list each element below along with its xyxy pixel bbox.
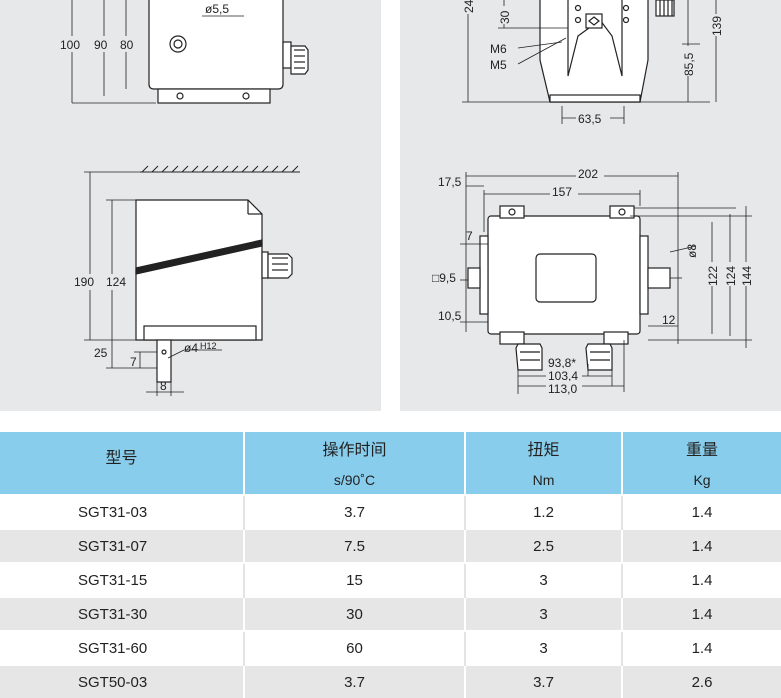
header-weight-unit: Kg [693,472,711,488]
table-row: SGT50-03 3.7 3.7 2.6 [0,664,781,698]
dim-93-8: 93,8* [548,356,576,370]
right-drawing-panel: 24 30 139 85,5 M6 M5 63,5 [400,0,781,411]
table-header-row: 型号 操作时间 s/90˚C 扭矩 Nm 重量 Kg [0,432,781,495]
header-torque: 扭矩 Nm [464,432,622,495]
shaft-tolerance-label: H12 [200,341,217,351]
shaft-square-left [467,267,481,289]
cell-torque: 3 [464,562,622,597]
bracket-side-fitting [655,0,675,17]
dim-124: 124 [106,275,126,289]
cable-gland-plan-right [585,343,613,371]
dim-8: 8 [160,379,167,393]
dim-30: 30 [498,10,512,24]
cell-model: SGT31-30 [0,596,244,631]
dim-122: 122 [706,266,720,286]
shaft-diameter-label: ø4 [184,341,198,355]
cell-weight: 1.4 [621,630,781,665]
dim-25: 25 [94,346,108,360]
header-model: 型号 [0,432,244,495]
cell-torque: 2.5 [464,528,622,563]
dim-139: 139 [710,16,724,36]
left-drawing-panel: ø5,5 100 90 80 [0,0,381,411]
actuator-base-plate [157,88,271,104]
table-row: SGT31-15 15 3 1.4 [0,562,781,597]
cell-time: 15 [243,562,465,597]
cell-model: SGT31-03 [0,494,244,529]
header-weight-title: 重量 [685,440,718,459]
dim-80: 80 [120,38,134,52]
dim-113-0: 113,0 [548,382,577,396]
header-model-title: 型号 [105,448,138,467]
actuator-top-drawing: 24 30 139 85,5 M6 M5 63,5 [432,0,754,396]
thread-m5-label: M5 [490,58,507,72]
cell-weight: 1.4 [621,494,781,529]
dim-24: 24 [462,0,476,13]
cell-torque: 3 [464,596,622,631]
dim-7: 7 [130,355,137,369]
cell-time: 60 [243,630,465,665]
dim-12: 12 [662,313,676,327]
dim-dia-8: ø8 [685,244,699,258]
dim-square-9-5: □9,5 [432,271,456,285]
dim-190: 190 [74,275,94,289]
cell-torque: 3.7 [464,664,622,698]
cell-weight: 1.4 [621,562,781,597]
dim-157: 157 [552,185,572,199]
cable-gland-side [267,253,293,279]
dim-17-5: 17,5 [438,175,462,189]
table-row: SGT31-07 7.5 2.5 1.4 [0,528,781,563]
display-window [535,253,597,303]
dim-144: 144 [740,266,754,286]
dim-85-5: 85,5 [682,52,696,76]
cell-model: SGT31-60 [0,630,244,665]
cable-gland-top-base [282,41,292,69]
cell-time: 7.5 [243,528,465,563]
cell-model: SGT31-15 [0,562,244,597]
dim-100: 100 [60,38,80,52]
header-weight: 重量 Kg [621,432,781,495]
table-row: SGT31-30 30 3 1.4 [0,596,781,631]
table-row: SGT31-60 60 3 1.4 [0,630,781,665]
cable-gland-top [290,45,309,75]
header-torque-unit: Nm [532,472,555,488]
cell-time: 30 [243,596,465,631]
actuator-split-line [135,239,263,275]
cell-weight: 2.6 [621,664,781,698]
cell-torque: 1.2 [464,494,622,529]
cell-model: SGT50-03 [0,664,244,698]
header-time-title: 操作时间 [322,440,387,459]
cell-model: SGT31-07 [0,528,244,563]
cell-time: 3.7 [243,664,465,698]
header-operating-time: 操作时间 s/90˚C [243,432,465,495]
thread-m6-label: M6 [490,42,507,56]
header-time-unit: s/90˚C [333,472,376,488]
spec-table: 型号 操作时间 s/90˚C 扭矩 Nm 重量 Kg SGT31-03 3.7 … [0,432,781,698]
hole-diameter-label: ø5,5 [205,2,229,16]
table-row: SGT31-03 3.7 1.2 1.4 [0,494,781,529]
cell-weight: 1.4 [621,528,781,563]
shaft-round-right [647,267,671,289]
dim-103-4: 103,4 [548,369,578,383]
header-torque-title: 扭矩 [527,440,560,459]
dim-10-5: 10,5 [438,309,462,323]
output-shaft [156,339,172,383]
dim-63-5: 63,5 [578,112,602,126]
cable-gland-plan-left [515,343,543,371]
dim-90: 90 [94,38,108,52]
dim-202: 202 [578,167,598,181]
cell-weight: 1.4 [621,596,781,631]
dim-7-plan: 7 [466,229,473,243]
actuator-side-drawing: ø5,5 100 90 80 [58,0,309,396]
dim-124-plan: 124 [724,266,738,286]
cell-torque: 3 [464,630,622,665]
cell-time: 3.7 [243,494,465,529]
